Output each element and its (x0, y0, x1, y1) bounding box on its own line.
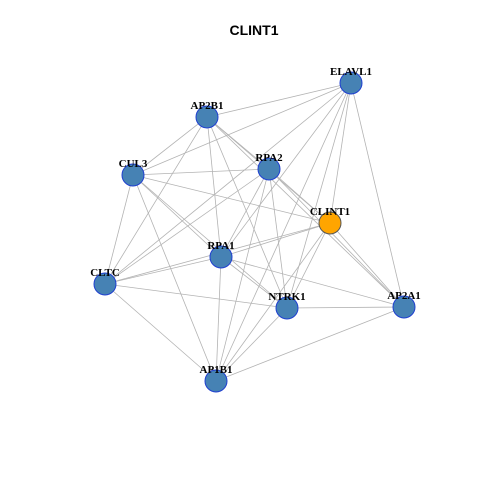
edge-cul3-clint1 (132, 174, 331, 224)
node-circle-ntrk1 (275, 296, 299, 320)
edge-elavl1-cul3 (132, 82, 352, 176)
edge-ap2b1-cul3 (132, 116, 208, 176)
node-circle-ap1b1 (204, 369, 228, 393)
edge-clint1-rpa1 (220, 222, 331, 258)
node-label-rpa1: RPA1 (207, 240, 234, 252)
edge-ap2b1-rpa1 (206, 116, 222, 258)
edge-rpa2-clint1 (268, 168, 331, 224)
edge-rpa1-ap1b1 (215, 256, 222, 382)
edge-rpa2-ap2a1 (268, 168, 405, 308)
edge-rpa2-rpa1 (220, 168, 270, 258)
node-label-ntrk1: NTRK1 (268, 291, 305, 303)
node-ap1b1: AP1B1 (200, 364, 233, 393)
edge-ap2a1-ap1b1 (215, 306, 405, 382)
edge-cul3-rpa1 (132, 174, 222, 258)
node-label-elavl1: ELAVL1 (330, 66, 372, 78)
edge-cul3-cltc (104, 174, 134, 285)
edge-cltc-ap1b1 (104, 283, 217, 382)
edge-clint1-ntrk1 (286, 222, 331, 309)
node-circle-elavl1 (339, 71, 363, 95)
edge-ap2b1-cltc (104, 116, 208, 285)
edge-rpa2-cltc (104, 168, 270, 285)
edge-cul3-rpa2 (132, 168, 270, 176)
edge-ap2b1-ntrk1 (206, 116, 288, 309)
node-label-ap1b1: AP1B1 (200, 364, 233, 376)
edges-layer (104, 82, 405, 382)
node-rpa2: RPA2 (255, 152, 283, 181)
node-label-clint1: CLINT1 (310, 206, 350, 218)
node-label-rpa2: RPA2 (255, 152, 283, 164)
node-ap2b1: AP2B1 (191, 100, 224, 129)
edge-elavl1-rpa1 (220, 82, 352, 258)
edge-elavl1-ap1b1 (215, 82, 352, 382)
edge-ntrk1-ap1b1 (215, 307, 288, 382)
edge-ntrk1-ap2a1 (286, 306, 405, 309)
edge-rpa2-ap1b1 (215, 168, 270, 382)
node-circle-clint1 (318, 211, 342, 235)
edge-rpa2-ntrk1 (268, 168, 288, 309)
node-label-ap2a1: AP2A1 (387, 290, 421, 302)
edge-cul3-ntrk1 (132, 174, 288, 309)
node-clint1: CLINT1 (310, 206, 350, 235)
node-label-cul3: CUL3 (119, 158, 148, 170)
node-cul3: CUL3 (119, 158, 148, 187)
node-circle-rpa2 (257, 157, 281, 181)
graph-title: CLINT1 (230, 22, 279, 38)
edge-ap2b1-ap2a1 (206, 116, 405, 308)
node-circle-rpa1 (209, 245, 233, 269)
edge-cul3-ap1b1 (132, 174, 217, 382)
edge-rpa1-cltc (104, 256, 222, 285)
edge-elavl1-cltc (104, 82, 352, 285)
edge-rpa1-ap2a1 (220, 256, 405, 308)
node-circle-ap2b1 (195, 105, 219, 129)
edge-elavl1-ap2a1 (350, 82, 405, 308)
edge-rpa1-ntrk1 (220, 256, 288, 309)
edge-clint1-ap2a1 (329, 222, 405, 308)
node-circle-cltc (93, 272, 117, 296)
node-label-ap2b1: AP2B1 (191, 100, 224, 112)
node-circle-cul3 (121, 163, 145, 187)
edge-cltc-ntrk1 (104, 283, 288, 309)
node-ap2a1: AP2A1 (387, 290, 421, 319)
node-cltc: CLTC (90, 267, 120, 296)
edge-elavl1-ap2b1 (206, 82, 352, 118)
node-elavl1: ELAVL1 (330, 66, 372, 95)
edge-elavl1-clint1 (329, 82, 352, 224)
node-circle-ap2a1 (392, 295, 416, 319)
edge-clint1-ap1b1 (215, 222, 331, 382)
node-ntrk1: NTRK1 (268, 291, 306, 320)
edge-elavl1-ntrk1 (286, 82, 352, 309)
node-rpa1: RPA1 (207, 240, 235, 269)
node-label-cltc: CLTC (90, 267, 120, 279)
